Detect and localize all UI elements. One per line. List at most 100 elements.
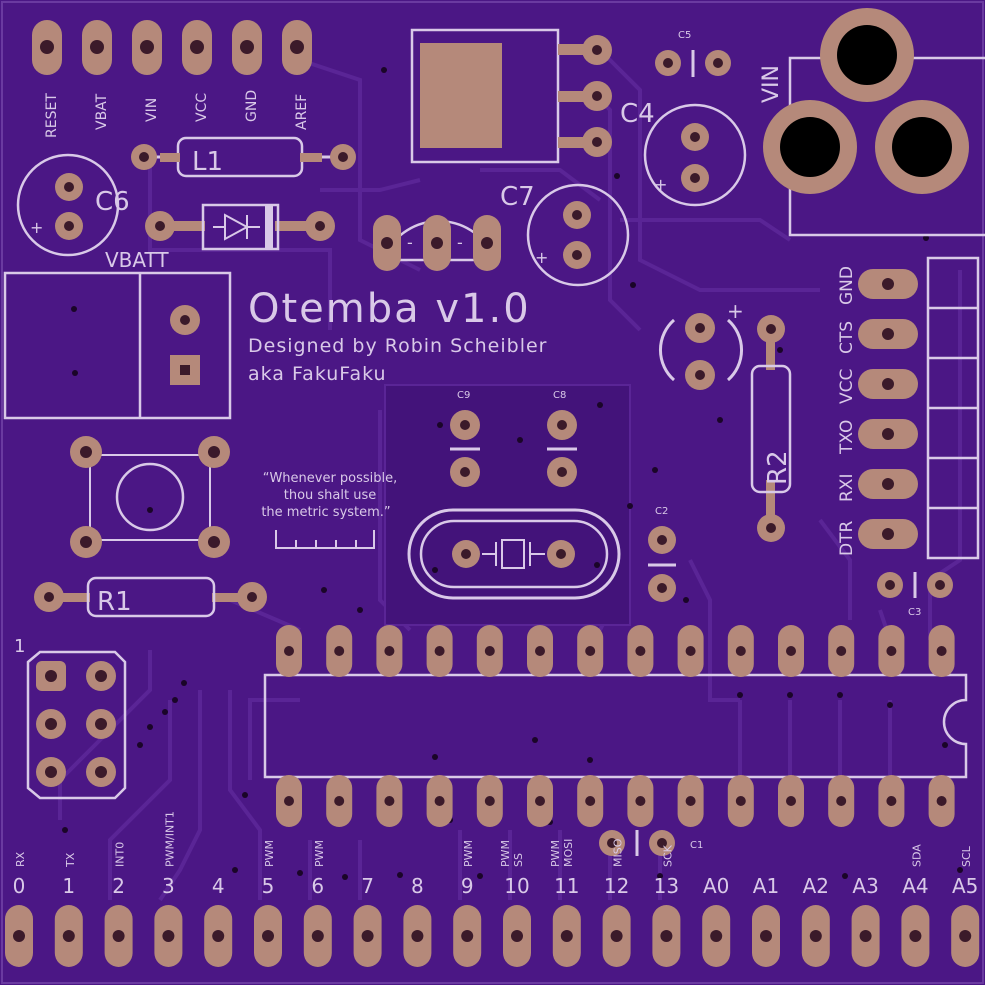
pad-hole [660,930,673,942]
diode-lead [275,221,320,231]
pad-hole [284,796,294,806]
header-pin-number: A3 [852,874,878,898]
vbatt-housing [3,271,232,420]
pad-hole [557,467,567,477]
regulator-lead [558,91,593,102]
power-header-hole [140,40,154,54]
pad-hole [361,930,374,942]
pad-hole [95,718,107,730]
header-pin-function: SCL [960,845,973,867]
diode-body [201,203,280,251]
pad-hole [809,930,822,942]
c6-plus: + [30,218,43,237]
power-label-vin: VIN [144,98,160,122]
capacitor-c8: C8 [547,390,577,487]
pad-hole [592,91,602,101]
icsp-header: 1 [14,636,127,800]
pad-hole [837,25,897,85]
vin-label: VIN [759,65,784,103]
lead-bar [300,153,322,162]
power-label-aref: AREF [294,94,310,130]
pad-hole [155,221,165,231]
pad-hole [936,796,947,806]
pad-hole [610,930,623,942]
capacitor-c5: C5 [655,30,731,77]
pad-hole [657,535,667,545]
button-outline [89,454,211,541]
quote-line-2: thou shalt use [284,488,377,503]
r2-lead [766,330,775,370]
header-pin-number: 11 [554,874,579,898]
c7-plus: + [535,248,548,267]
power-header-hole [240,40,254,54]
crystal [407,508,621,600]
ftdi-header: GND CTS VCC TXO RXI DTR [837,256,980,560]
to92-mark: - [457,233,463,252]
pad-hole [766,324,776,334]
header-pin-number: 13 [654,874,679,898]
pad-hole [44,592,54,602]
crystal-inner [419,519,609,589]
pad-hole [959,930,972,942]
pad-hole [935,580,945,590]
pad-hole [886,646,897,656]
c1-label: C1 [690,840,703,851]
header-pin-function: SCK [661,844,674,867]
lead-bar [160,153,180,162]
header-pin-function: SDA [910,844,923,867]
led: + [659,299,744,390]
pad-hole [836,796,847,806]
diode-lead [160,221,205,231]
header-pin-number: 12 [604,874,629,898]
power-header-hole [40,40,54,54]
pad-hole [64,182,74,192]
header-pin-number: 5 [262,874,275,898]
header-pin-number: 8 [411,874,424,898]
pad-hole [882,428,894,440]
regulator-tab-pad[interactable] [420,43,502,148]
power-header-hole [290,40,304,54]
capacitor-c4: + C4 [620,99,747,207]
pad-hole [481,237,493,249]
header-pin-number: 1 [62,874,75,898]
pad-hole [695,323,705,333]
pad-hole [64,221,74,231]
inductor-l1: L1 [131,136,356,178]
pad-hole [786,796,796,806]
c7-outline [526,183,630,287]
ftdi-label-dtr: DTR [837,521,857,556]
pad-hole [713,58,723,68]
ftdi-label-rxi: RXI [837,474,857,502]
capacitor-c2: C2 [648,506,676,602]
pad-hole [315,221,325,231]
pad-hole [62,930,75,942]
ftdi-label-gnd: GND [837,266,857,305]
quote-line-1: “Whenever possible, [263,471,398,486]
pad-hole [460,420,470,430]
c6-outline [16,153,120,257]
pad-hole [710,930,723,942]
pad-hole [560,930,573,942]
diode-cathode-band [265,205,273,249]
led-outline [659,318,676,382]
c9-label: C9 [457,390,470,401]
pad-hole [885,580,895,590]
pad-hole [685,646,696,656]
metric-ruler [275,530,375,549]
pad-hole [786,646,796,656]
button-cap[interactable] [115,462,185,532]
vbatt-label: VBATT [105,248,169,272]
pad-hole [180,365,190,375]
pad-hole [635,646,646,656]
pad-hole [760,930,772,942]
header-pin-number: 9 [461,874,474,898]
ftdi-label-vcc: VCC [837,369,857,404]
header-pin-function: PWM [549,840,562,867]
pad-hole [284,646,294,656]
header-pin-number: 3 [162,874,175,898]
c5-label: C5 [678,30,691,41]
pad-hole [334,796,345,806]
ftdi-label-txo: TXO [837,420,857,455]
